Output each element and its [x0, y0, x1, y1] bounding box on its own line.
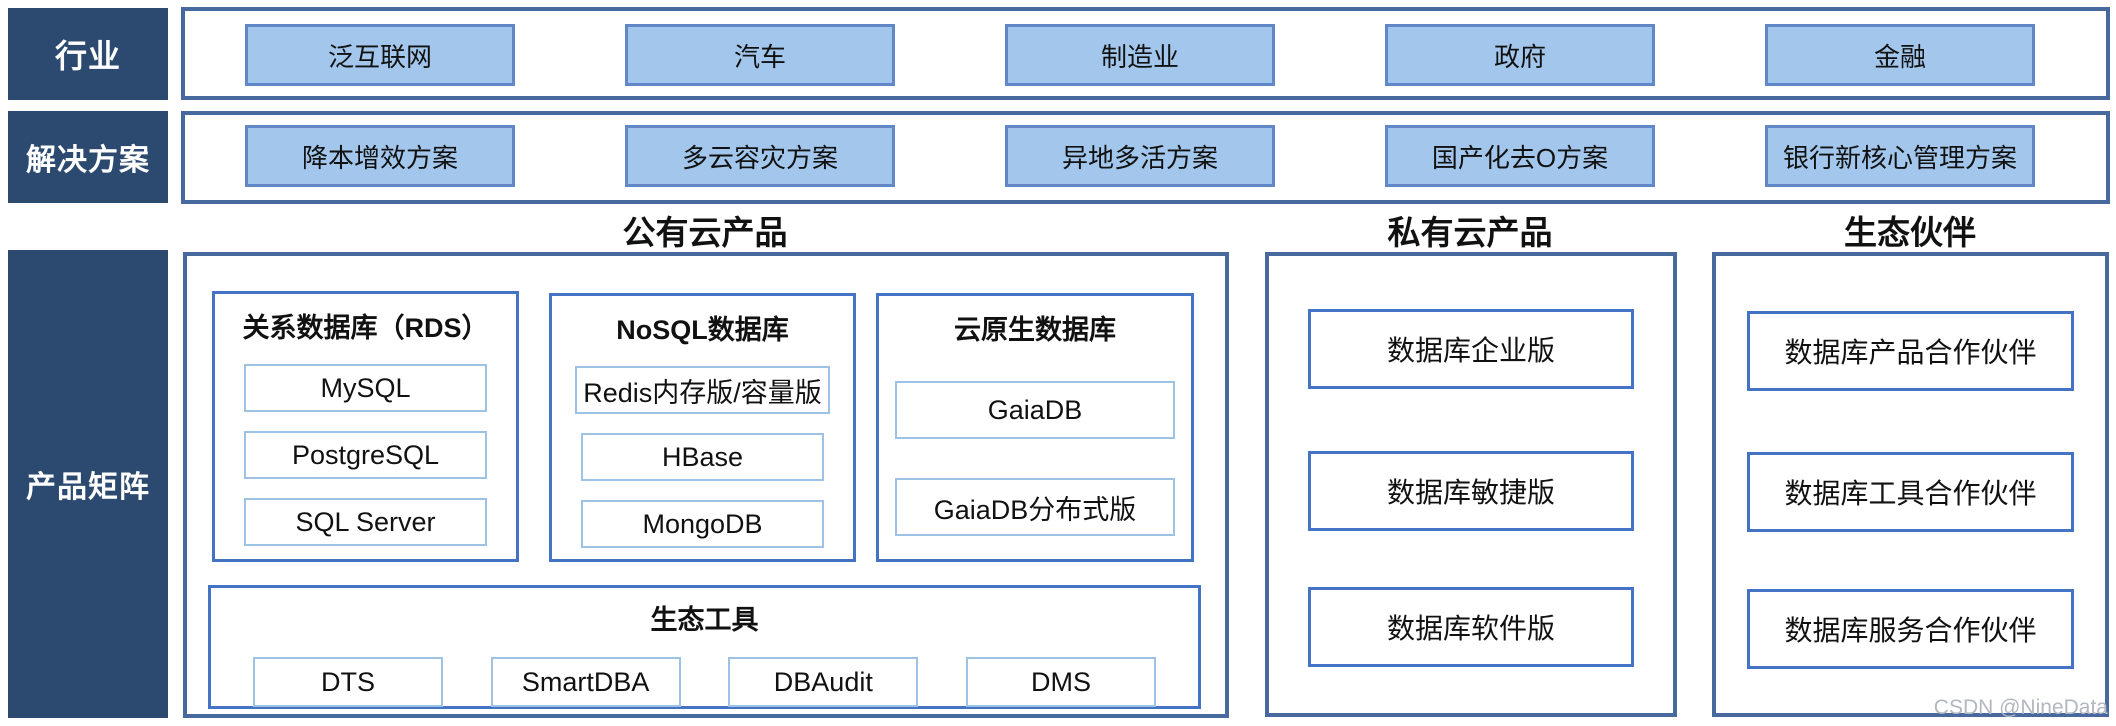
industry-chip-government: 政府: [1385, 24, 1655, 86]
rds-group: 关系数据库（RDS） MySQL PostgreSQL SQL Server: [212, 291, 519, 562]
product-item-mongodb: MongoDB: [581, 500, 824, 548]
product-item-postgresql: PostgreSQL: [244, 431, 487, 479]
tool-item-dms: DMS: [965, 657, 1156, 707]
industry-chip-finance: 金融: [1765, 24, 2035, 86]
product-item-sqlserver: SQL Server: [244, 498, 487, 546]
eco-tools-row: DTS SmartDBA DBAudit DMS: [253, 657, 1156, 707]
product-item-mysql: MySQL: [244, 364, 487, 412]
eco-tools-group: 生态工具 DTS SmartDBA DBAudit DMS: [208, 585, 1201, 709]
solution-chip-multicloud-dr: 多云容灾方案: [625, 125, 895, 187]
rds-group-title: 关系数据库（RDS）: [242, 313, 489, 343]
private-item-software: 数据库软件版: [1308, 587, 1634, 667]
eco-item-service-partner: 数据库服务合作伙伴: [1747, 589, 2074, 669]
nosql-group: NoSQL数据库 Redis内存版/容量版 HBase MongoDB: [549, 293, 856, 562]
nosql-group-title: NoSQL数据库: [616, 315, 789, 345]
solution-row-label: 解决方案: [8, 111, 168, 203]
eco-item-tool-partner: 数据库工具合作伙伴: [1747, 452, 2074, 532]
industry-chip-automotive: 汽车: [625, 24, 895, 86]
solution-chip-de-oracle: 国产化去O方案: [1385, 125, 1655, 187]
csdn-watermark: CSDN @NineData: [1933, 696, 2108, 719]
solution-chip-bank-core: 银行新核心管理方案: [1765, 125, 2035, 187]
eco-tools-group-title: 生态工具: [650, 605, 759, 635]
product-matrix-label: 产品矩阵: [8, 250, 168, 718]
product-item-hbase: HBase: [581, 433, 824, 481]
cloud-native-group: 云原生数据库 GaiaDB GaiaDB分布式版: [876, 293, 1194, 562]
solution-chip-geo-active: 异地多活方案: [1005, 125, 1275, 187]
industry-row-label: 行业: [8, 8, 168, 100]
industry-chip-manufacturing: 制造业: [1005, 24, 1275, 86]
product-item-gaiadb: GaiaDB: [895, 381, 1175, 439]
public-cloud-container: 关系数据库（RDS） MySQL PostgreSQL SQL Server N…: [183, 252, 1229, 718]
product-item-gaiadb-distributed: GaiaDB分布式版: [895, 478, 1175, 536]
industry-chip-pan-internet: 泛互联网: [245, 24, 515, 86]
public-cloud-header: 公有云产品: [622, 214, 788, 251]
tool-item-smartdba: SmartDBA: [490, 657, 681, 707]
private-cloud-header: 私有云产品: [1387, 214, 1553, 251]
cloud-native-group-title: 云原生数据库: [954, 315, 1116, 345]
tool-item-dts: DTS: [253, 657, 443, 707]
private-cloud-container: 数据库企业版 数据库敏捷版 数据库软件版: [1265, 252, 1677, 717]
ecosystem-header: 生态伙伴: [1844, 214, 1976, 251]
private-item-agile: 数据库敏捷版: [1308, 451, 1634, 531]
solution-chip-cost-reduction: 降本增效方案: [245, 125, 515, 187]
product-item-redis: Redis内存版/容量版: [575, 366, 830, 414]
eco-item-product-partner: 数据库产品合作伙伴: [1747, 311, 2074, 391]
ecosystem-container: 数据库产品合作伙伴 数据库工具合作伙伴 数据库服务合作伙伴: [1712, 252, 2109, 717]
tool-item-dbaudit: DBAudit: [728, 657, 919, 707]
private-item-enterprise: 数据库企业版: [1308, 309, 1634, 389]
